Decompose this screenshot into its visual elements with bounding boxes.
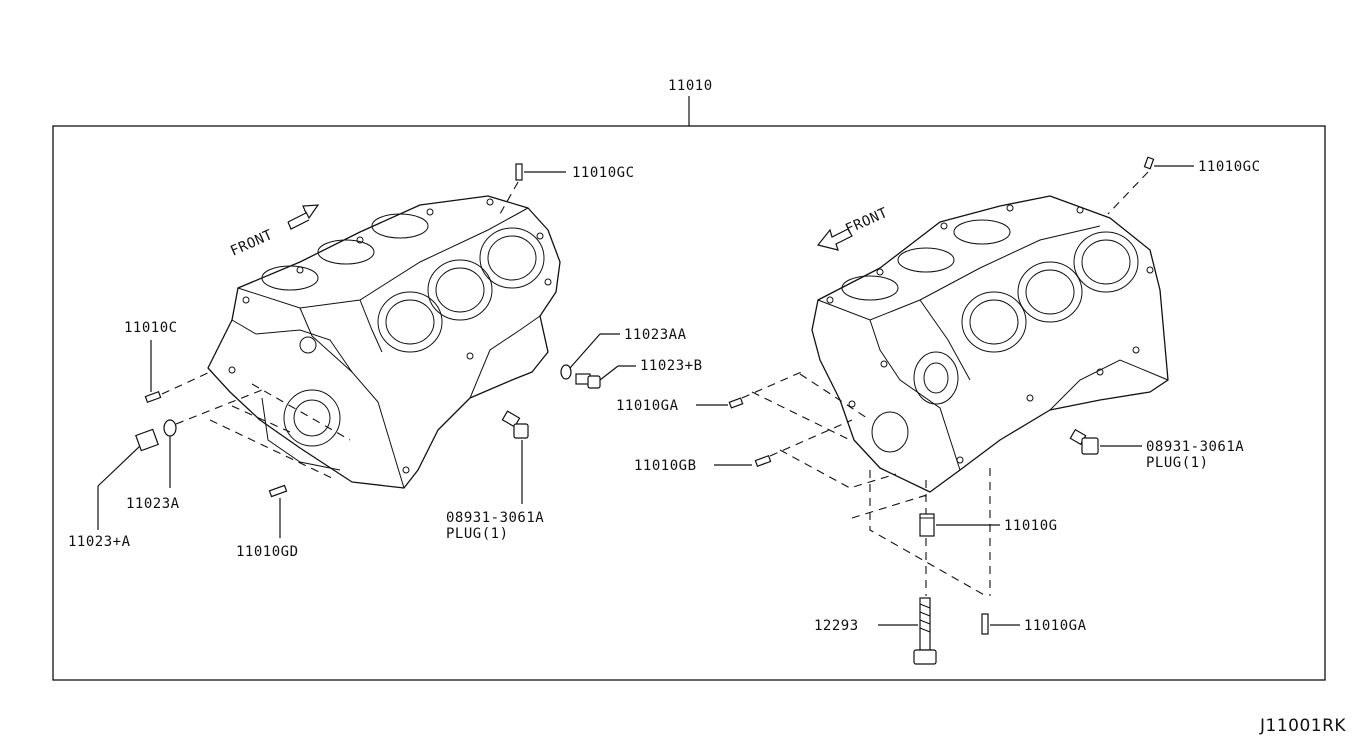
right-block-view: FRONT — [616, 156, 1261, 665]
left-front-indicator: FRONT — [228, 204, 320, 260]
left-washer-11023a — [163, 419, 177, 437]
assembly-number: 11010 — [668, 78, 713, 94]
right-label-11010g: 11010G — [1004, 518, 1058, 534]
right-front-indicator: FRONT — [816, 205, 890, 251]
left-label-plug-text: PLUG(1) — [446, 526, 509, 542]
right-label-plug-text: PLUG(1) — [1146, 455, 1209, 471]
right-label-12293: 12293 — [814, 618, 859, 634]
left-label-11023a: 11023A — [126, 496, 180, 512]
right-plug-08931-3061a — [1069, 428, 1099, 455]
left-label-11010gd: 11010GD — [236, 544, 299, 560]
left-dowel-11010c — [144, 391, 162, 403]
right-label-11010gc: 11010GC — [1198, 159, 1261, 175]
left-bolt-11023-plus-b — [575, 373, 601, 389]
right-dowel-11010gb — [754, 455, 772, 467]
left-label-11010c: 11010C — [124, 320, 178, 336]
right-dowel-11010ga-lower — [981, 613, 989, 635]
left-label-11023-plus-b: 11023+B — [640, 358, 703, 374]
right-bolt-12293 — [913, 597, 937, 665]
right-dowel-11010ga-upper — [728, 397, 744, 409]
left-label-plug-part: 08931-3061A — [446, 510, 544, 526]
left-plug-11023-plus-a — [135, 428, 159, 452]
left-front-arrow-icon — [287, 204, 320, 223]
left-washer-11023aa — [560, 364, 572, 380]
right-label-11010ga-lower: 11010GA — [1024, 618, 1087, 634]
left-front-label: FRONT — [228, 227, 275, 260]
right-cylinder-block — [811, 195, 1169, 493]
left-label-11023-plus-a: 11023+A — [68, 534, 131, 550]
right-label-11010ga-upper: 11010GA — [616, 398, 679, 414]
assembly-frame — [52, 125, 1326, 681]
right-front-arrow-icon — [816, 228, 853, 251]
right-dowel-11010g — [919, 513, 935, 537]
left-dowel-11010gd — [268, 484, 288, 498]
right-label-plug-part: 08931-3061A — [1146, 439, 1244, 455]
right-label-11010gb: 11010GB — [634, 458, 697, 474]
left-label-11010gc: 11010GC — [572, 165, 635, 181]
right-dowel-11010gc — [1143, 156, 1155, 170]
drawing-code: J11001RK — [1259, 716, 1346, 736]
left-dowel-11010gc — [515, 163, 523, 181]
left-label-11023aa: 11023AA — [624, 327, 687, 343]
left-plug-08931-3061a — [501, 410, 529, 439]
left-block-view: FRONT — [68, 163, 703, 560]
left-cylinder-block — [207, 195, 561, 489]
